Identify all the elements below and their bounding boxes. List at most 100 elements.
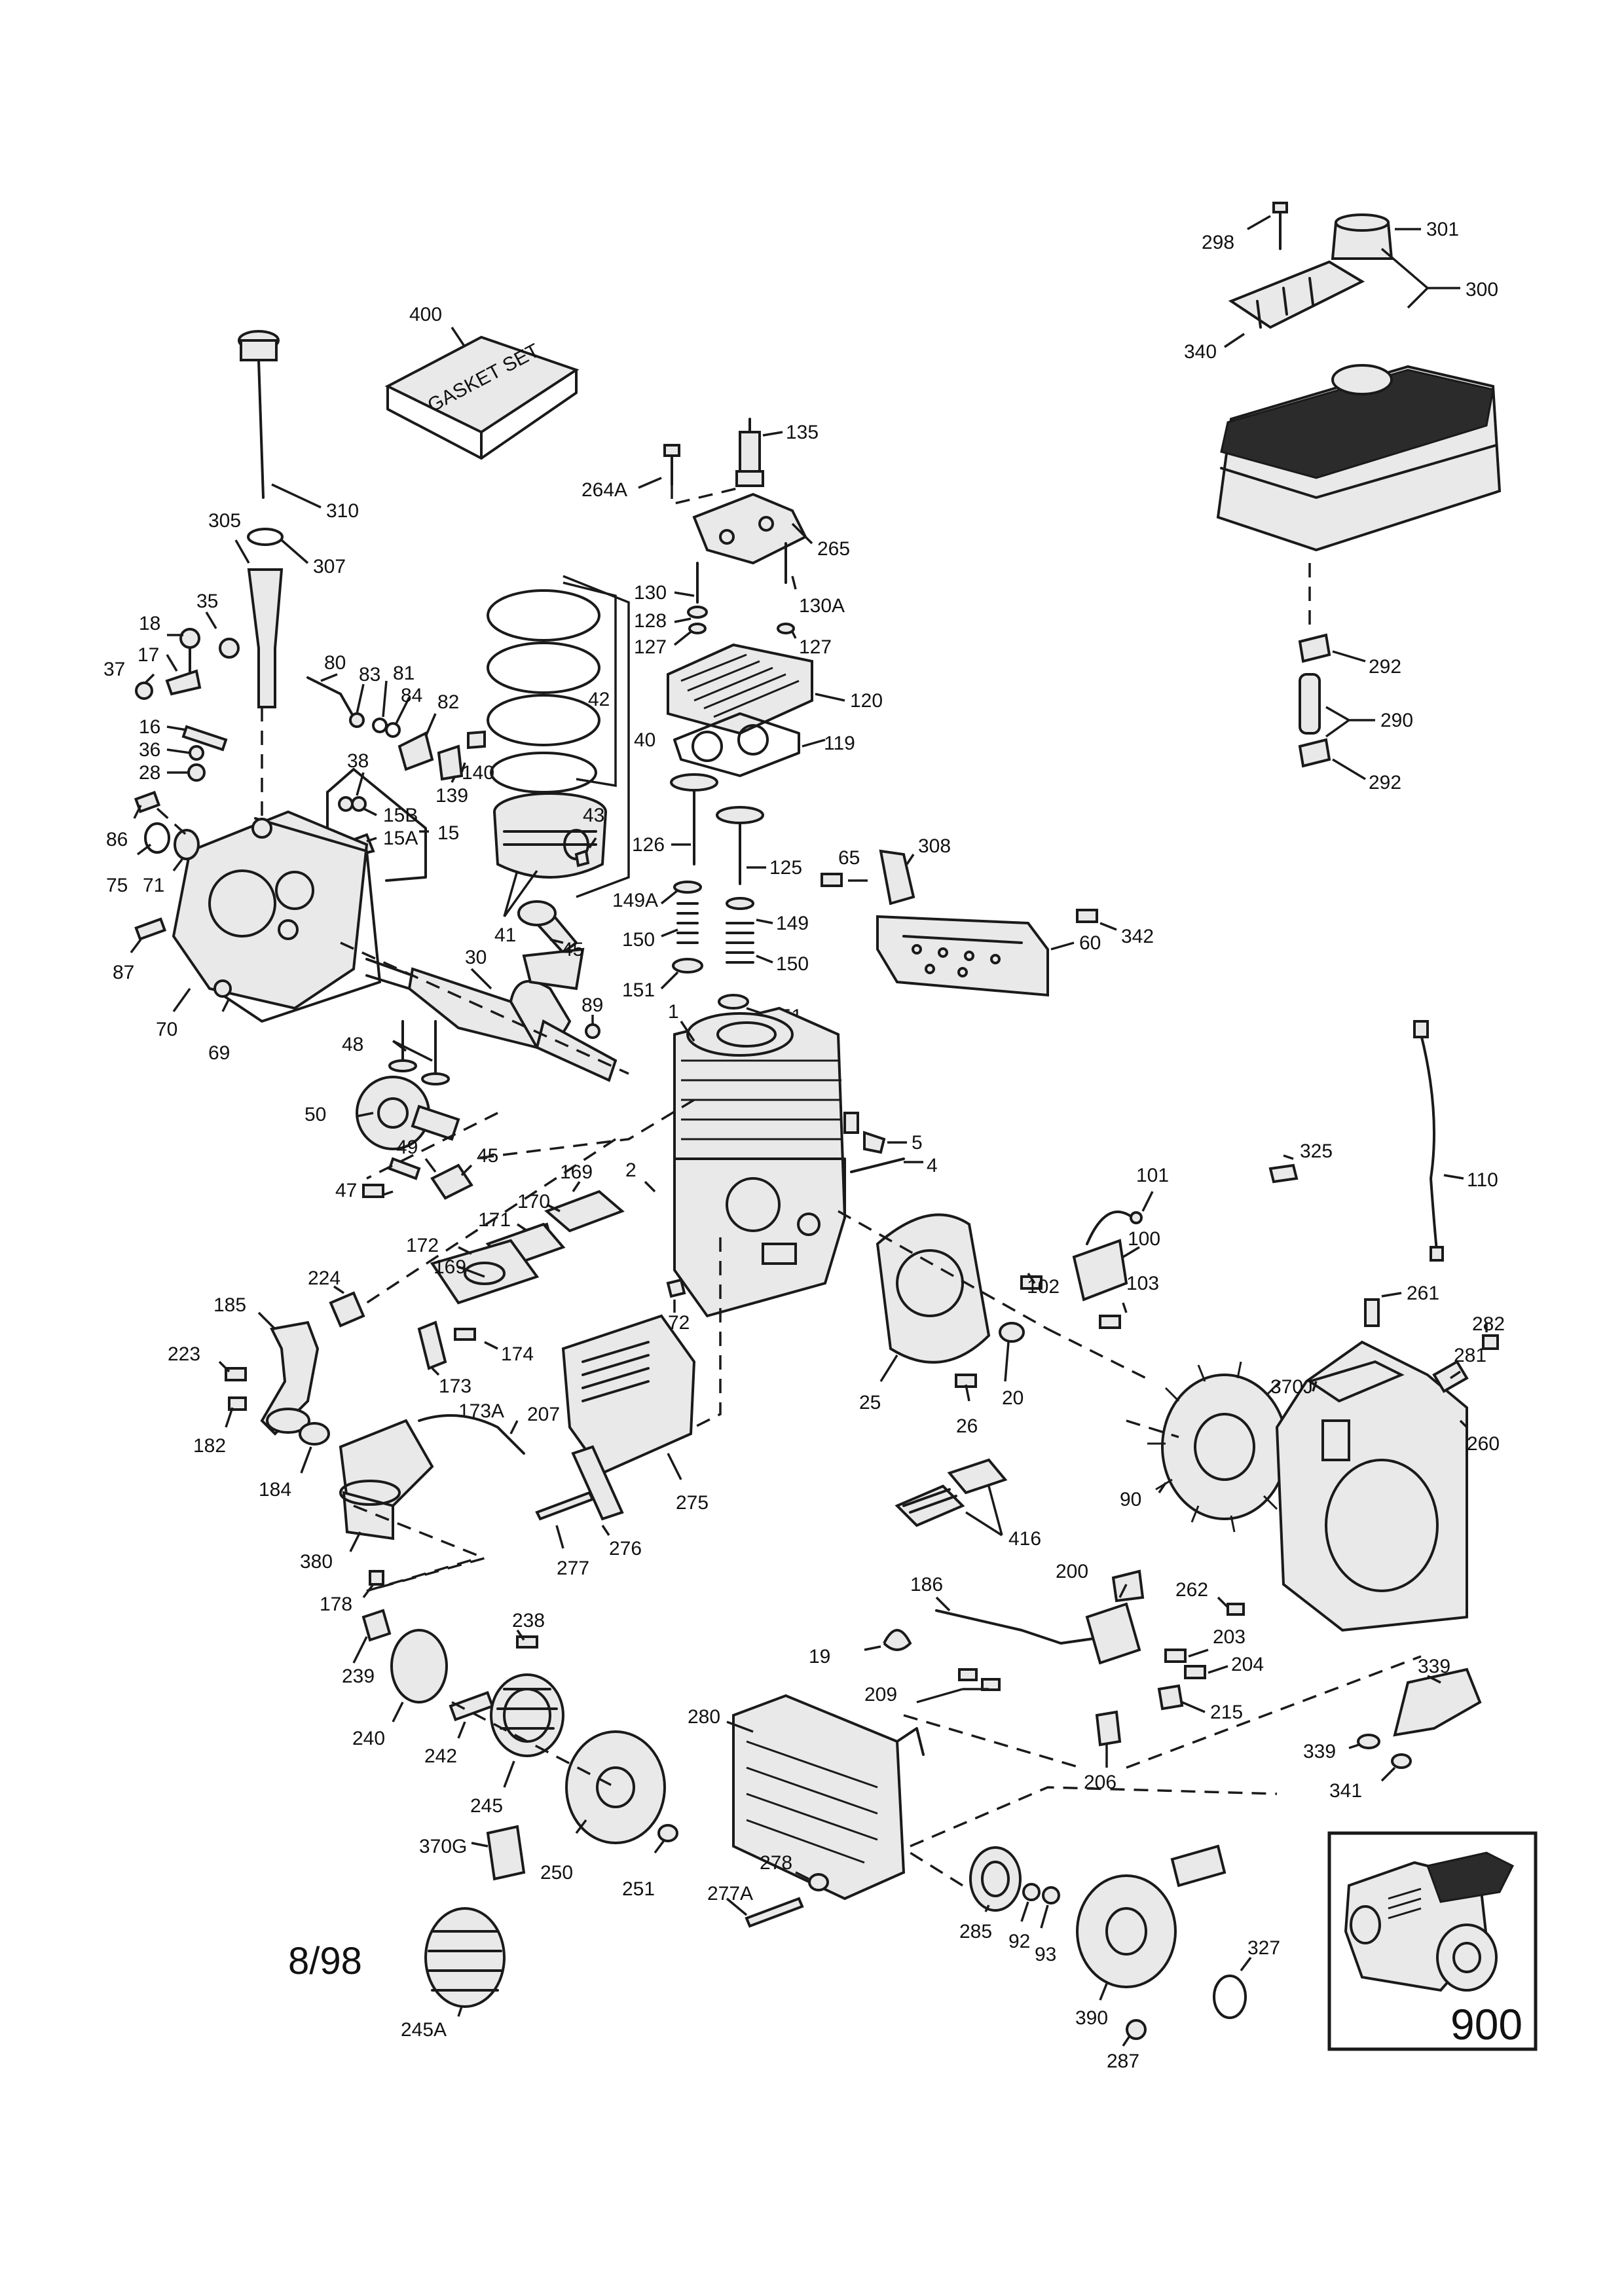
callout-173: 173 [439, 1376, 471, 1397]
starter-cup-285 [969, 1846, 1022, 1912]
callout-278: 278 [760, 1852, 792, 1874]
callout-25: 25 [859, 1392, 881, 1413]
callout-340: 340 [1184, 341, 1217, 363]
head-shield [692, 492, 807, 565]
callout-30: 30 [465, 947, 487, 968]
screens-416: 416 [895, 1458, 1041, 1550]
callout-101: 101 [1136, 1165, 1169, 1186]
screw-341 [1391, 1753, 1412, 1769]
nut-287 [1126, 2019, 1147, 2040]
callout-287: 287 [1107, 2050, 1139, 2072]
crankcase-cover: 86 75 71 87 70 69 [106, 707, 381, 1064]
fuel-tank-assembly: 298 301 300 340 292 290 292 [1184, 202, 1502, 793]
callout-82: 82 [437, 691, 459, 713]
callout-45-upper: 45 [562, 939, 583, 960]
governor-parts: 35 18 37 17 16 36 28 80 83 81 84 82 140 … [103, 591, 494, 882]
carburetor-assembly: 224 185 223 182 184 380 178 207 [168, 1267, 560, 1615]
bolt-277 [535, 1491, 595, 1521]
cylinder-head [667, 643, 813, 735]
callout-37: 37 [103, 659, 125, 680]
callout-277A: 277A [707, 1883, 753, 1904]
callout-20: 20 [1002, 1387, 1024, 1409]
callout-42: 42 [588, 689, 610, 710]
callout-125: 125 [769, 857, 802, 879]
callout-102: 102 [1027, 1276, 1060, 1298]
block-body [673, 1006, 847, 1318]
wing-nut-251 [657, 1824, 678, 1842]
intake-gasket-170 [544, 1190, 625, 1233]
callout-265: 265 [817, 538, 850, 560]
callout-38: 38 [347, 750, 369, 772]
callout-341: 341 [1329, 1780, 1362, 1802]
callout-4: 4 [927, 1155, 938, 1176]
gasket-239 [361, 1609, 392, 1642]
callout-238: 238 [512, 1610, 545, 1631]
callout-2: 2 [625, 1159, 637, 1181]
callout-36: 36 [139, 739, 160, 761]
callout-60: 60 [1079, 932, 1101, 954]
callout-173A: 173A [458, 1400, 504, 1422]
fuel-tank-top [1220, 369, 1494, 479]
callout-285: 285 [959, 1921, 992, 1942]
callout-149: 149 [776, 913, 809, 934]
callout-277: 277 [557, 1558, 589, 1579]
callout-90: 90 [1120, 1489, 1141, 1510]
backplate-25 [876, 1213, 991, 1364]
washer-92 [1022, 1883, 1041, 1901]
decal-370G [486, 1825, 526, 1881]
clip-281 [1432, 1360, 1469, 1393]
callout-301: 301 [1426, 219, 1459, 240]
starter-390 [1076, 1874, 1177, 1988]
hose-clamp-lower [1298, 738, 1331, 768]
callout-400: 400 [409, 304, 442, 325]
muffler-assembly: 275 276 277 [535, 1237, 722, 1579]
callout-41: 41 [494, 924, 516, 946]
callout-84: 84 [401, 685, 422, 706]
callout-240: 240 [352, 1728, 385, 1749]
callout-251: 251 [622, 1878, 655, 1900]
piston-assembly: 42 40 43 41 [487, 575, 655, 946]
callout-50: 50 [304, 1104, 326, 1125]
valve-assembly: 126 125 149A 149 150 150 151 151 [612, 773, 809, 1027]
callout-139: 139 [435, 785, 468, 807]
callout-130: 130 [634, 582, 667, 604]
bracket-339: 339 339 341 [1303, 1656, 1482, 1802]
callout-100: 100 [1128, 1228, 1160, 1250]
cylinder-block: 1 5 4 2 [625, 1001, 938, 1318]
callout-262: 262 [1175, 1579, 1208, 1601]
air-cleaner-cover-250 [565, 1730, 666, 1844]
callout-15B: 15B [383, 805, 418, 826]
callout-339-lower: 339 [1303, 1741, 1336, 1762]
callout-281: 281 [1454, 1345, 1486, 1366]
tank-filler-neck [1331, 364, 1393, 395]
callout-81: 81 [393, 663, 415, 684]
callout-28: 28 [139, 762, 160, 784]
screw-298 [1272, 202, 1288, 213]
callout-15: 15 [437, 822, 459, 844]
callout-80: 80 [324, 652, 346, 674]
callout-135: 135 [786, 422, 819, 443]
callout-200: 200 [1056, 1561, 1088, 1582]
nut-278 [808, 1873, 829, 1891]
complete-engine-inset: 900 [1327, 1831, 1538, 2051]
piston-ring-3 [487, 694, 600, 746]
muffler-275 [561, 1314, 696, 1475]
carburetor [339, 1419, 434, 1508]
cylinder-shield-60 [876, 915, 1049, 997]
callout-380: 380 [300, 1551, 333, 1573]
callout-70: 70 [156, 1019, 177, 1040]
callout-223: 223 [168, 1343, 200, 1365]
air-cleaner-base-240 [390, 1629, 448, 1704]
callout-128: 128 [634, 610, 667, 632]
callout-327: 327 [1247, 1937, 1280, 1959]
callout-5: 5 [912, 1132, 923, 1154]
pre-cleaner-245A [424, 1907, 506, 2008]
callout-150-right: 150 [776, 953, 809, 975]
callout-16: 16 [139, 716, 160, 738]
air-cleaner-assembly: 239 238 240 242 245 370G 250 251 245A [342, 1557, 678, 2041]
callout-65: 65 [838, 847, 860, 869]
callout-151-left: 151 [622, 979, 655, 1001]
callout-149A: 149A [612, 890, 658, 911]
callout-298: 298 [1202, 232, 1234, 253]
callout-127-right: 127 [799, 636, 832, 658]
